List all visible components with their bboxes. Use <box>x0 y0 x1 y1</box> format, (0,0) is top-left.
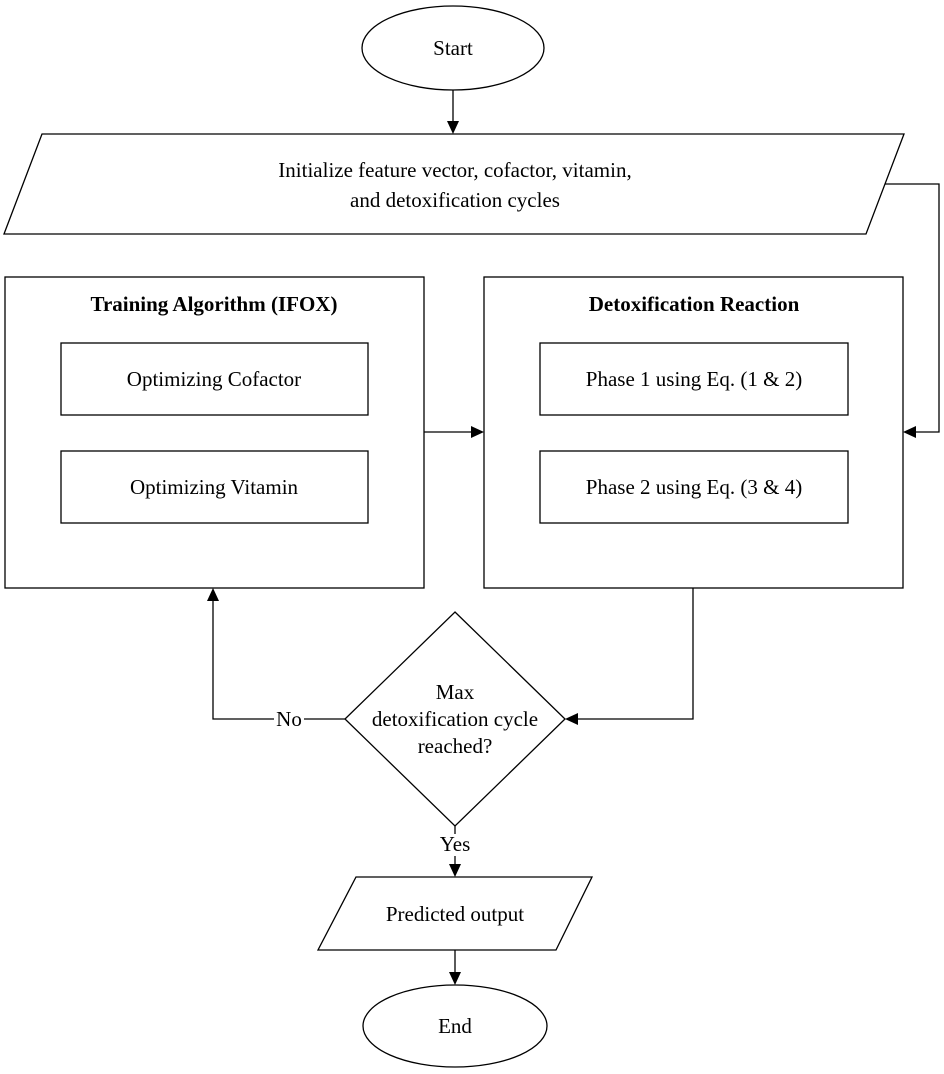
training-algorithm-title: Training Algorithm (IFOX) <box>91 292 338 316</box>
arrowhead-detox-to-decision <box>565 713 578 725</box>
connector-no-to-training <box>212 601 274 720</box>
decision-label-line-3: reached? <box>418 734 493 758</box>
start-label: Start <box>433 36 473 60</box>
init-label-line-2: and detoxification cycles <box>350 188 560 212</box>
predicted-output-parallelogram <box>316 876 594 951</box>
optimizing-vitamin-box <box>60 450 369 524</box>
arrowhead-init-to-detox <box>903 426 916 438</box>
phase-1-label: Phase 1 using Eq. (1 & 2) <box>586 367 802 391</box>
arrowhead-output-to-end <box>449 972 461 985</box>
phase-2-label: Phase 2 using Eq. (3 & 4) <box>586 475 802 499</box>
detoxification-reaction-box <box>483 276 904 589</box>
arrowhead-training-to-detox <box>471 426 484 438</box>
optimizing-cofactor-box <box>60 342 369 416</box>
no-edge-label: No <box>276 707 302 731</box>
connector-detox-to-decision <box>578 588 694 720</box>
detoxification-reaction-title: Detoxification Reaction <box>589 292 800 316</box>
arrowhead-no-to-training <box>207 588 219 601</box>
init-label-line-1: Initialize feature vector, cofactor, vit… <box>278 158 631 182</box>
yes-edge-label: Yes <box>440 832 471 856</box>
predicted-output-label: Predicted output <box>386 902 524 926</box>
initialize-input-parallelogram <box>3 133 905 235</box>
phase-2-box <box>539 450 849 524</box>
end-label: End <box>438 1014 472 1038</box>
decision-label-line-1: Max <box>436 680 475 704</box>
arrowhead-yes-to-output <box>449 864 461 877</box>
optimizing-vitamin-label: Optimizing Vitamin <box>130 475 299 499</box>
arrowhead-start-to-init <box>447 121 459 134</box>
decision-label-line-2: detoxification cycle <box>372 707 538 731</box>
optimizing-cofactor-label: Optimizing Cofactor <box>127 367 301 391</box>
training-algorithm-box <box>4 276 425 589</box>
connector-init-to-detox <box>885 183 940 433</box>
phase-1-box <box>539 342 849 416</box>
